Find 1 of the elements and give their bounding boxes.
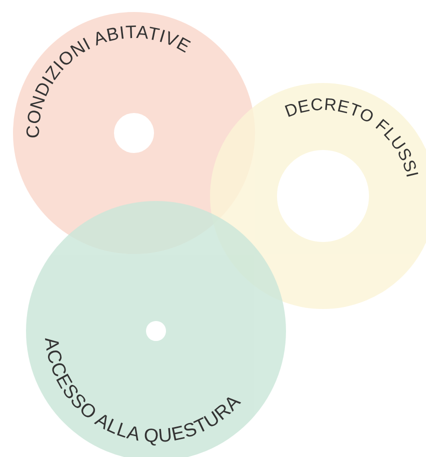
donut-ring (26, 201, 286, 457)
